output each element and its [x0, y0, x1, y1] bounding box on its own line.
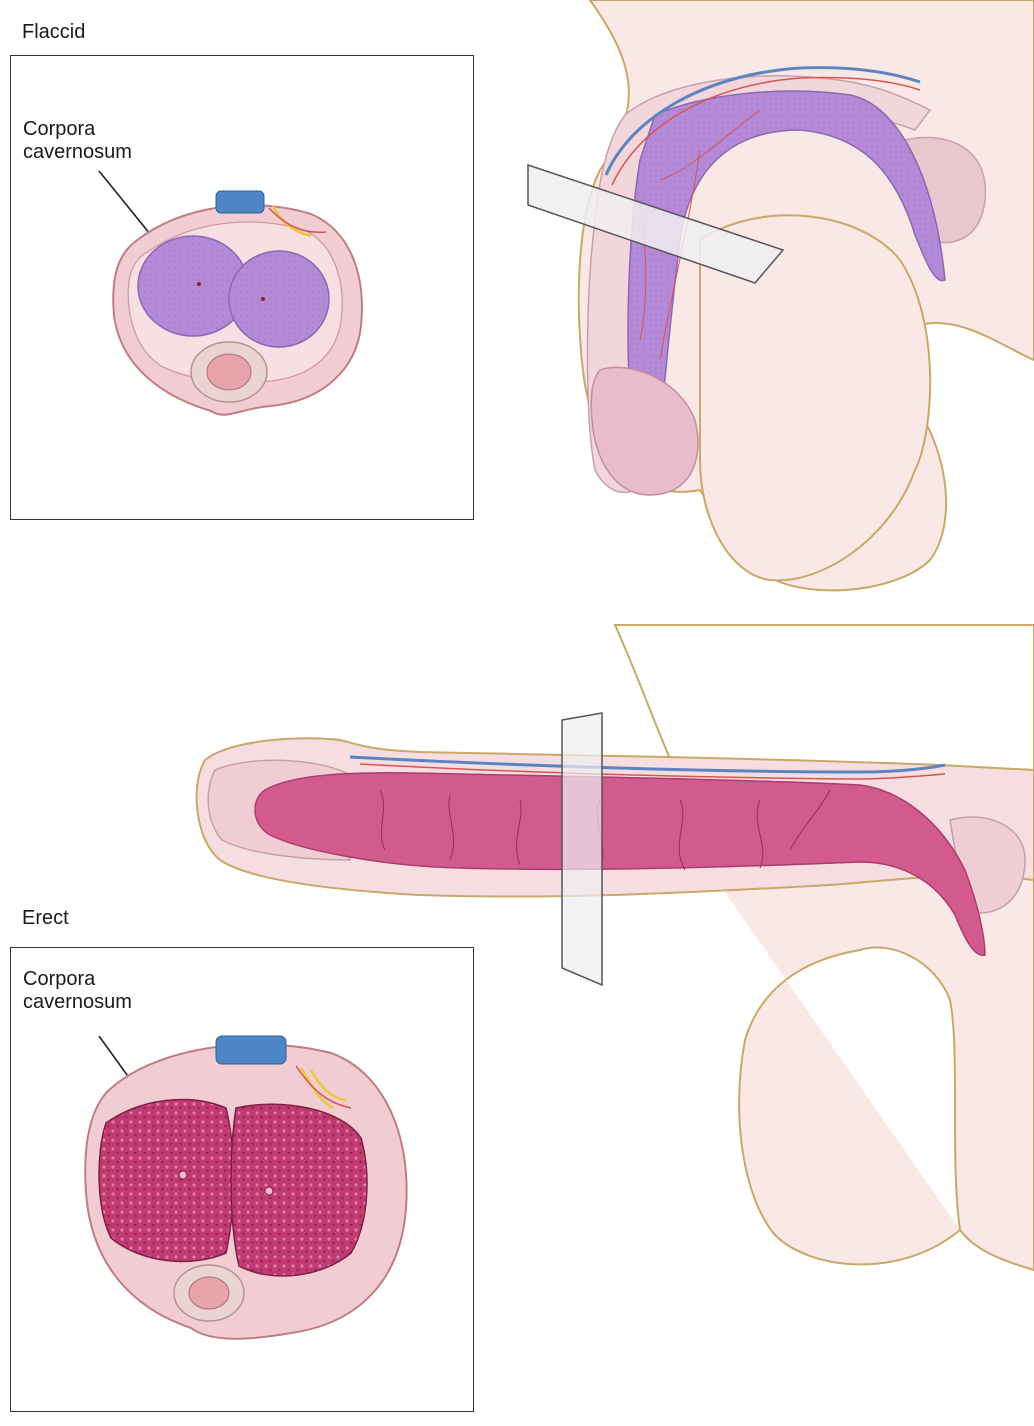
erect-cross-section: [84, 1035, 408, 1340]
erect-callout-line1: Corpora: [23, 968, 96, 990]
erect-nerve: [299, 1067, 347, 1110]
flaccid-cross-section: [98, 170, 363, 416]
flaccid-callout-label: Corpora cavernosum: [23, 118, 132, 164]
erect-urethra: [188, 1276, 230, 1310]
erect-central-artery-right: [264, 1186, 274, 1196]
flaccid-section-plane: [527, 163, 785, 284]
erect-scrotum: [639, 769, 1034, 1272]
flaccid-glans: [590, 366, 699, 496]
flaccid-central-artery-left: [197, 282, 201, 286]
flaccid-dorsal-artery: [611, 76, 921, 186]
erect-side-view: [195, 624, 1034, 1272]
flaccid-side-view: [527, 0, 1034, 592]
flaccid-urethra: [206, 353, 252, 391]
erect-callout-line2: cavernosum: [23, 991, 132, 1013]
erect-corpus-left: [98, 1098, 235, 1263]
erect-central-artery-left: [178, 1170, 188, 1180]
erect-title: Erect: [22, 907, 69, 929]
erect-callout-label: Corpora cavernosum: [23, 968, 132, 1014]
flaccid-callout-line1: Corpora: [23, 118, 96, 140]
erect-dorsal-vein: [349, 755, 946, 774]
flaccid-dorsal-vein: [604, 66, 921, 176]
flaccid-central-artery-right: [261, 297, 265, 301]
flaccid-callout-line2: cavernosum: [23, 141, 132, 163]
erect-vein: [215, 1035, 287, 1065]
flaccid-scrotum: [699, 214, 932, 582]
erect-section-plane: [561, 712, 603, 987]
flaccid-vein: [215, 190, 265, 214]
flaccid-title: Flaccid: [22, 21, 86, 43]
erect-dorsal-artery: [359, 763, 946, 780]
flaccid-cross-section-inset: Corpora cavernosum: [10, 55, 474, 520]
erect-artery: [295, 1065, 352, 1109]
flaccid-artery: [268, 207, 327, 234]
erect-corpus-right: [230, 1103, 368, 1277]
erect-cross-section-inset: Corpora cavernosum: [10, 947, 474, 1412]
flaccid-corpus-right: [228, 250, 330, 348]
flaccid-nerve: [271, 205, 312, 238]
